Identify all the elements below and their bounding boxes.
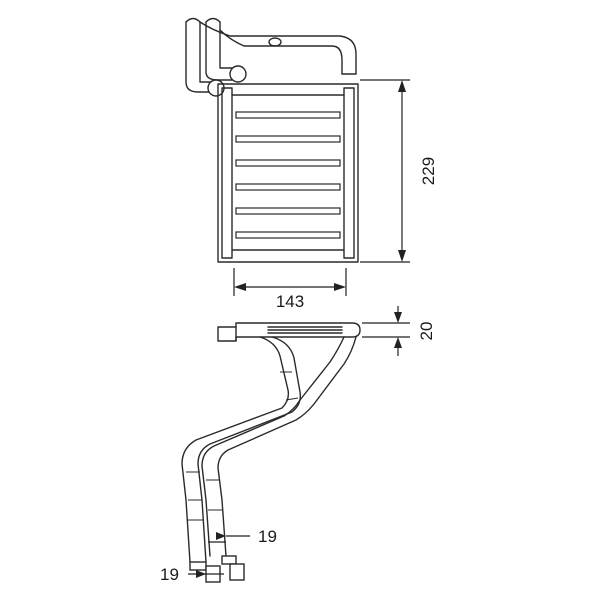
front-view-core xyxy=(217,83,359,263)
height-label: 229 xyxy=(419,157,438,185)
pipe-right-label: 19 xyxy=(258,527,277,546)
side-view-pipe-left xyxy=(181,336,302,583)
width-dimension: 143 xyxy=(233,268,347,311)
side-view: 20 19 19 xyxy=(160,306,436,584)
side-view-header xyxy=(217,322,361,342)
width-label: 143 xyxy=(276,292,304,311)
pipe-left-dimension: 19 xyxy=(160,565,224,584)
side-view-pipe-right xyxy=(201,336,357,581)
pipe-left-label: 19 xyxy=(160,565,179,584)
depth-label: 20 xyxy=(417,322,436,341)
depth-dimension: 20 xyxy=(362,306,436,356)
height-dimension: 229 xyxy=(360,79,438,263)
pipe-right-dimension: 19 xyxy=(208,527,277,546)
front-view: 229 143 xyxy=(185,17,438,311)
